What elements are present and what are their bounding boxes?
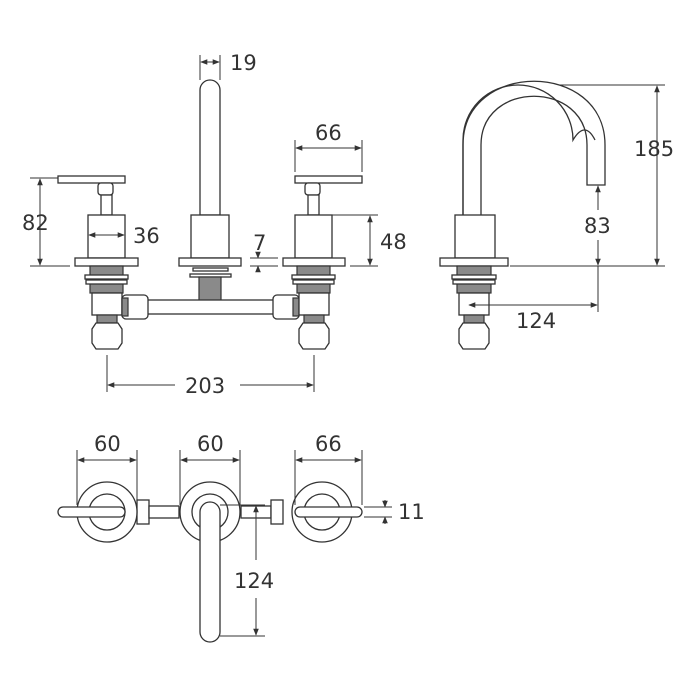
dim-body-height: 48 [380, 230, 407, 254]
dim-left-flange: 60 [94, 432, 121, 456]
spout-assembly [178, 79, 242, 302]
dim-top-spout-reach: 124 [234, 569, 274, 593]
dim-body-width: 36 [133, 224, 160, 248]
front-view: 19 66 82 36 7 48 203 [22, 51, 407, 398]
dim-overall-height: 185 [634, 137, 674, 161]
dim-handle-width: 66 [315, 121, 342, 145]
dim-right-handle: 66 [315, 432, 342, 456]
dim-flange-thickness: 7 [253, 231, 266, 255]
dim-lever-thickness: 11 [398, 500, 425, 524]
dim-centre-flange: 60 [197, 432, 224, 456]
dim-handle-height: 82 [22, 211, 49, 235]
top-view: 60 60 66 11 124 [57, 432, 425, 643]
dim-spout-clearance: 83 [584, 214, 611, 238]
side-view: 185 83 124 [439, 80, 674, 350]
dim-spout-reach: 124 [516, 309, 556, 333]
cross-pipe [121, 294, 300, 320]
left-valve [57, 175, 139, 350]
side-dimensions: 185 83 124 [468, 84, 674, 333]
right-valve [282, 175, 363, 350]
dim-spout-diameter: 19 [230, 51, 257, 75]
front-dimensions: 19 66 82 36 7 48 203 [22, 51, 407, 398]
top-dimensions: 60 60 66 11 124 [76, 432, 425, 637]
dim-centres: 203 [185, 374, 225, 398]
